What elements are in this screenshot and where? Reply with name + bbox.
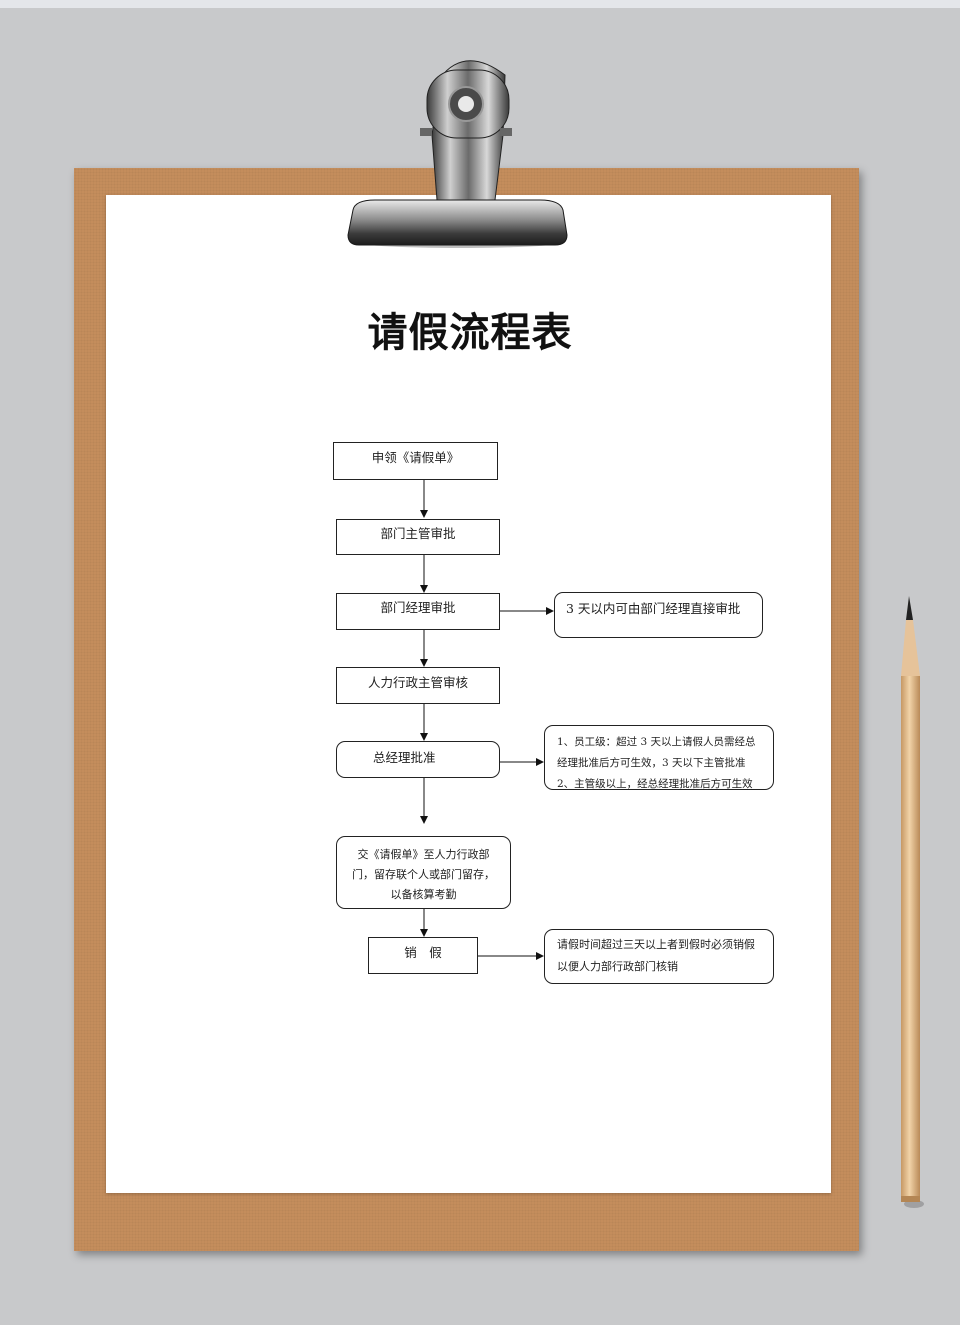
note-cancel-leave-rules: 请假时间超过三天以上者到假时必须销假 以便人力部行政部门核销 [544,929,774,984]
note-gm-line2: 经理批准后方可生效，3 天以下主管批准 [557,757,746,769]
step-hr-admin-review-label: 人力行政主管审核 [367,675,468,690]
note-cancel-line2: 以便人力部行政部门核销 [557,960,678,973]
note-gm-line3: 2、主管级以上，经总经理批准后方可生效 [557,778,753,790]
top-strip [0,0,960,8]
note-manager-three-days: 3 天以内可由部门经理直接审批 [554,592,763,638]
step-dept-supervisor-approval-label: 部门主管审批 [380,526,456,541]
step-dept-supervisor-approval: 部门主管审批 [336,519,500,555]
page-title: 请假流程表 [367,310,573,356]
step-cancel-leave-label: 销 假 [404,945,442,960]
step-apply-leave-form-label: 申领《请假单》 [371,450,460,465]
step-dept-manager-approval: 部门经理审批 [336,593,500,630]
step-gm-approval-label: 总经理批准 [373,750,436,765]
step-apply-leave-form: 申领《请假单》 [333,442,498,480]
note-gm-approval-rules: 1、员工级：超过 3 天以上请假人员需经总 经理批准后方可生效，3 天以下主管批… [544,725,774,790]
step-cancel-leave: 销 假 [368,937,478,974]
step-dept-manager-approval-label: 部门经理审批 [380,600,456,615]
binder-clip-icon [347,60,568,248]
step-submit-line2: 门，留存联个人或部门留存， [352,868,495,881]
step-submit-line1: 交《请假单》至人力行政部 [357,848,490,861]
pencil-icon [901,596,924,1208]
step-submit-leave-form: 交《请假单》至人力行政部 门，留存联个人或部门留存， 以备核算考勤 [336,836,511,909]
note-cancel-line1: 请假时间超过三天以上者到假时必须销假 [557,938,755,951]
step-gm-approval: 总经理批准 [336,741,500,778]
step-submit-line3: 以备核算考勤 [390,888,457,901]
step-hr-admin-review: 人力行政主管审核 [336,667,500,704]
note-manager-three-days-text: 3 天以内可由部门经理直接审批 [566,601,741,616]
note-gm-line1: 1、员工级：超过 3 天以上请假人员需经总 [557,736,756,748]
